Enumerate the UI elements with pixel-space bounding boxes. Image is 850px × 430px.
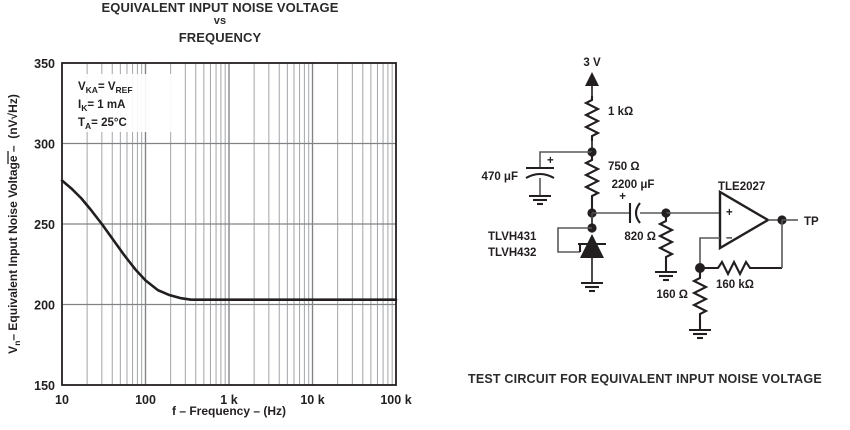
y-axis-title-sqrt: √Hz) bbox=[6, 94, 20, 119]
annot-0-sub: KA bbox=[86, 85, 98, 95]
y-tick-label: 250 bbox=[34, 218, 55, 232]
ground-symbol-820 bbox=[655, 270, 677, 282]
annot-1-base: I bbox=[78, 99, 81, 111]
cap-2200uf-label: 2200 μF bbox=[612, 179, 655, 191]
opamp-noninverting-pin: + bbox=[726, 207, 733, 219]
supply-arrow-icon bbox=[585, 72, 599, 86]
svg-text:Vn– Equivalent Input Noise Vol: Vn– Equivalent Input Noise Voltage – (nV… bbox=[6, 94, 22, 354]
resistor-160-label: 160 Ω bbox=[656, 289, 688, 301]
test-circuit-panel: 3 V 1 kΩ + 470 μF 750 Ω bbox=[430, 0, 850, 430]
wire-regulator-ref-loop bbox=[557, 227, 592, 253]
noise-voltage-chart-panel: EQUIVALENT INPUT NOISE VOLTAGE vs FREQUE… bbox=[6, 0, 412, 418]
x-axis-tick-labels: 10 100 1 k 10 k 100 k bbox=[55, 393, 412, 407]
supply-voltage-label: 3 V bbox=[583, 57, 601, 69]
cap-470uf-polarity: + bbox=[547, 155, 554, 167]
cap-2200uf-polarity: + bbox=[619, 191, 626, 203]
x-tick-label: 1 k bbox=[220, 393, 237, 407]
noise-curve bbox=[60, 179, 398, 301]
ground-symbol-160 bbox=[689, 328, 711, 340]
regulator-part-label-1: TLVH431 bbox=[488, 231, 537, 243]
annot-1-rest: = 1 mA bbox=[87, 99, 125, 111]
annotation-line-ik: IK= 1 mA bbox=[78, 99, 125, 113]
output-test-point-label: TP bbox=[804, 216, 819, 228]
opamp-inverting-pin: – bbox=[726, 232, 733, 244]
cap-470uf-plate-bottom bbox=[525, 172, 555, 179]
cap-470uf-label: 470 μF bbox=[482, 171, 518, 183]
annot-2-base: T bbox=[78, 117, 85, 129]
y-axis-title-text: – Equivalent Input Noise Voltage – (nV bbox=[6, 119, 20, 340]
chart-title-line-2: vs bbox=[213, 15, 227, 27]
annotation-line-vka: VKA= VREF bbox=[78, 81, 133, 95]
y-axis-tick-labels: 150 200 250 300 350 bbox=[34, 57, 55, 393]
resistor-160-symbol bbox=[691, 268, 709, 330]
annotation-line-ta: TA= 25°C bbox=[78, 117, 127, 131]
cap-2200uf-plate-right bbox=[634, 202, 641, 224]
annot-1-sub: K bbox=[81, 103, 88, 113]
chart-title-line-1: EQUIVALENT INPUT NOISE VOLTAGE bbox=[101, 0, 339, 15]
resistor-820-label: 820 Ω bbox=[624, 231, 656, 243]
annot-2-rest: = 25°C bbox=[91, 117, 127, 129]
opamp-symbol bbox=[718, 189, 771, 251]
circuit-caption: TEST CIRCUIT FOR EQUIVALENT INPUT NOISE … bbox=[468, 372, 822, 386]
resistor-1k-symbol bbox=[583, 96, 601, 141]
x-tick-label: 10 bbox=[55, 393, 69, 407]
y-axis-title-subscript: n bbox=[12, 341, 22, 346]
annot-0-sub2: REF bbox=[116, 85, 133, 95]
x-axis-title: f – Frequency – (Hz) bbox=[172, 404, 286, 418]
resistor-160k-label: 160 kΩ bbox=[716, 279, 754, 291]
regulator-part-label-2: TLVH432 bbox=[488, 247, 536, 259]
plot-frame bbox=[61, 62, 397, 386]
y-axis-title: Vn– Equivalent Input Noise Voltage – (nV… bbox=[6, 94, 22, 354]
regulator-anode-triangle bbox=[580, 234, 604, 258]
wire-bypass-cap-branch bbox=[539, 151, 592, 168]
y-tick-label: 200 bbox=[34, 299, 55, 313]
circuit-diagram: 3 V 1 kΩ + 470 μF 750 Ω bbox=[468, 57, 822, 386]
resistor-750-label: 750 Ω bbox=[608, 161, 640, 173]
y-tick-label: 150 bbox=[34, 379, 55, 393]
ground-symbol-regulator bbox=[581, 281, 603, 293]
annotation-conditions: VKA= VREF IK= 1 mA TA= 25°C bbox=[78, 81, 133, 131]
chart-plot: 150 200 250 300 350 10 100 1 k 10 k 100 k f – Fr… bbox=[6, 57, 412, 418]
annot-0-rest: = V bbox=[98, 81, 116, 93]
annot-0-base: V bbox=[78, 81, 86, 93]
wire-inverting-feedback bbox=[699, 237, 720, 268]
ground-symbol-bypass bbox=[529, 194, 551, 206]
opamp-part-label: TLE2027 bbox=[718, 181, 765, 193]
x-tick-label: 10 k bbox=[300, 393, 324, 407]
resistor-1k-label: 1 kΩ bbox=[608, 106, 633, 118]
x-tick-label: 100 bbox=[135, 393, 156, 407]
resistor-820-symbol bbox=[657, 213, 675, 272]
resistor-160k-symbol bbox=[700, 259, 782, 277]
annotation-backdrop bbox=[72, 74, 182, 132]
y-axis-title-symbol: V bbox=[6, 346, 20, 354]
chart-title-line-3: FREQUENCY bbox=[178, 30, 262, 45]
annot-2-sub: A bbox=[85, 121, 91, 131]
y-tick-label: 350 bbox=[34, 57, 55, 71]
resistor-750-symbol bbox=[583, 152, 601, 213]
x-tick-label: 100 k bbox=[380, 393, 411, 407]
y-tick-label: 300 bbox=[34, 138, 55, 152]
